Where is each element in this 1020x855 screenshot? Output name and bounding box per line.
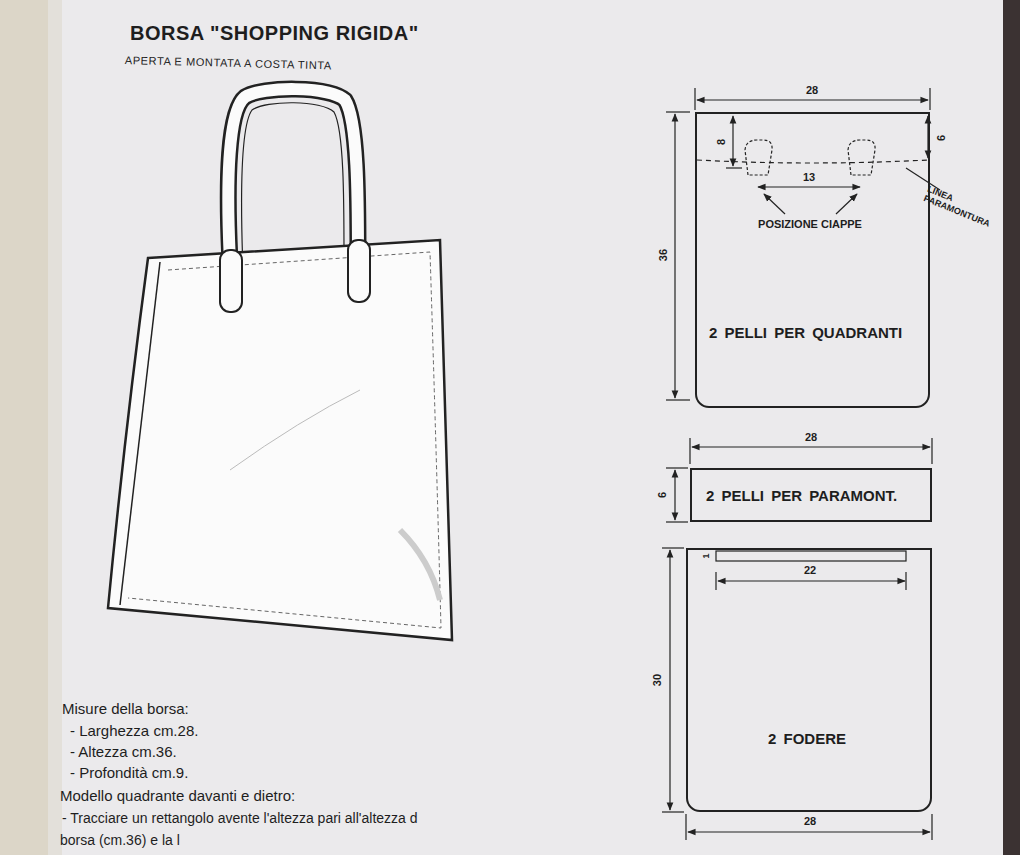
dimension-value: 8 [715, 139, 728, 145]
note-label: APERTA E MONTATA A COSTA TINTA [125, 54, 332, 72]
dimension-lines [662, 88, 940, 840]
note-label: POSIZIONE CIAPPE [758, 218, 862, 231]
body-text: Modello quadrante davanti e dietro: [60, 787, 295, 804]
body-text: borsa (cm.36) e la l [60, 832, 180, 848]
pattern-piece: 2 PELLI PER PARAMONT. [690, 468, 932, 522]
note-label: LINEA PARAMONTURA [922, 184, 1002, 232]
pattern-piece: 2 FODERE [686, 548, 932, 812]
dimension-value: 6 [656, 490, 669, 500]
page-fold [48, 0, 62, 855]
dimension-value: 28 [803, 431, 819, 444]
piece-label: 2 PELLI PER QUADRANTI [709, 324, 902, 341]
piece-label: 2 PELLI PER PARAMONT. [706, 487, 897, 504]
dimension-value: 36 [657, 247, 670, 263]
page-title: BORSA "SHOPPING RIGIDA" [130, 22, 419, 45]
note-label: 1 [701, 553, 711, 558]
body-text: - Altezza cm.36. [70, 743, 177, 760]
piece-label: 2 FODERE [768, 730, 846, 747]
pattern-piece: 2 PELLI PER QUADRANTI [695, 112, 930, 408]
body-text: - Tracciare un rettangolo avente l'altez… [62, 810, 418, 826]
dimension-value: 28 [802, 815, 818, 828]
bag-drawing [108, 89, 452, 640]
dimension-value: 28 [804, 84, 820, 97]
body-text: - Larghezza cm.28. [70, 722, 198, 739]
dimension-value: 30 [651, 672, 664, 688]
dimension-value: 6 [935, 135, 948, 141]
dimension-value: 22 [804, 564, 816, 577]
body-text: Misure della borsa: [62, 700, 189, 717]
dimension-value: 13 [803, 171, 815, 184]
page-edge [1003, 0, 1020, 855]
page-margin [0, 0, 48, 855]
body-text: - Profondità cm.9. [70, 764, 188, 781]
